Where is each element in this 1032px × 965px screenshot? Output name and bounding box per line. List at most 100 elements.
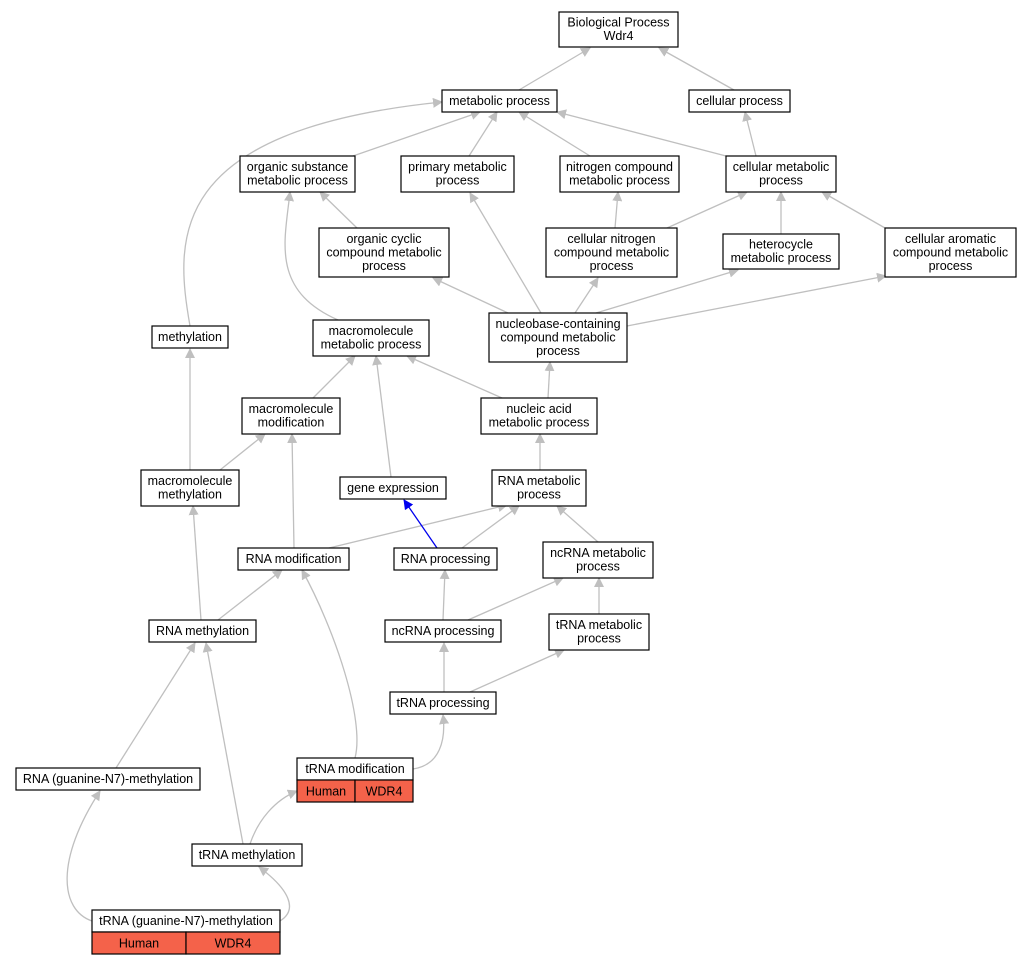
- node-methylation[interactable]: methylation: [151, 325, 229, 349]
- edge: [658, 47, 735, 91]
- node-label: gene expression: [347, 481, 439, 495]
- edge: [432, 277, 509, 314]
- node-label: compound metabolic: [500, 330, 615, 344]
- node-box: [237, 547, 350, 571]
- node-label: heterocycle: [749, 238, 813, 252]
- edge: [183, 97, 443, 327]
- edge: [666, 191, 748, 229]
- node-label: tRNA methylation: [199, 848, 296, 862]
- node-label: metabolic process: [321, 338, 422, 352]
- node-box: [312, 319, 430, 357]
- annotation-species: Human: [306, 785, 346, 799]
- edge: [467, 577, 564, 621]
- edge: [461, 505, 520, 549]
- edge: [301, 569, 358, 759]
- node-label: RNA methylation: [156, 624, 249, 638]
- node-label: process: [362, 259, 406, 273]
- node-box: [884, 227, 1017, 278]
- node-box: [148, 619, 257, 643]
- edge: [412, 714, 450, 770]
- node-ncrna-proc[interactable]: ncRNA processing: [384, 619, 502, 643]
- node-label: cellular aromatic: [905, 232, 996, 246]
- edge: [258, 866, 290, 922]
- node-box: [722, 233, 840, 270]
- node-label: metabolic process: [731, 251, 832, 265]
- node-box: [545, 227, 678, 278]
- edge: [188, 505, 202, 621]
- node-rna-proc[interactable]: RNA processing: [393, 547, 498, 571]
- node-trna-proc[interactable]: tRNA processing: [389, 691, 497, 715]
- node-trna-meth[interactable]: tRNA methylation: [191, 843, 303, 867]
- node-label: ncRNA metabolic: [550, 546, 646, 560]
- edge: [556, 505, 599, 543]
- node-box: [191, 843, 303, 867]
- edge: [312, 355, 356, 399]
- node-box: [559, 155, 680, 193]
- edge: [518, 47, 591, 91]
- node-box: [140, 469, 240, 507]
- edge: [612, 191, 623, 229]
- node-label: RNA metabolic: [498, 474, 581, 488]
- node-box: [389, 691, 497, 715]
- node-box: [318, 227, 450, 278]
- node-rna-meth[interactable]: RNA methylation: [148, 619, 257, 643]
- edge: [742, 111, 757, 157]
- edge: [287, 433, 298, 549]
- node-metabolic[interactable]: metabolic process: [441, 89, 558, 113]
- node-rna-mod[interactable]: RNA modification: [237, 547, 350, 571]
- edge: [372, 355, 392, 478]
- edge: [217, 569, 283, 621]
- edge: [595, 267, 739, 314]
- node-label: metabolic process: [449, 94, 550, 108]
- annotation-cell: [354, 779, 414, 803]
- node-label: cellular process: [696, 94, 783, 108]
- node-box: [339, 476, 447, 500]
- edge: [821, 191, 886, 229]
- node-label: organic substance: [247, 160, 349, 174]
- edge: [406, 355, 503, 399]
- node-label: nitrogen compound: [566, 160, 673, 174]
- node-label: organic cyclic: [346, 232, 421, 246]
- annotation-gene: WDR4: [215, 937, 252, 951]
- node-box: [151, 325, 229, 349]
- node-label: process: [577, 632, 621, 646]
- node-cellular[interactable]: cellular process: [688, 89, 791, 113]
- edge: [202, 642, 244, 845]
- highlighted-edge: [403, 499, 438, 549]
- node-gene-expr[interactable]: gene expression: [339, 476, 447, 500]
- node-box: [241, 397, 341, 435]
- node-box: [393, 547, 498, 571]
- node-box: [400, 155, 515, 193]
- node-label: process: [929, 259, 973, 273]
- edge: [574, 277, 599, 314]
- node-label: methylation: [158, 488, 222, 502]
- node-label: process: [576, 560, 620, 574]
- edge: [219, 433, 266, 471]
- node-label: ncRNA processing: [392, 624, 495, 638]
- node-label: compound metabolic: [893, 245, 1008, 259]
- node-rna-g7[interactable]: RNA (guanine-N7)-methylation: [15, 767, 201, 791]
- annotation-species: Human: [119, 937, 159, 951]
- node-label: process: [436, 174, 480, 188]
- edge: [284, 191, 339, 321]
